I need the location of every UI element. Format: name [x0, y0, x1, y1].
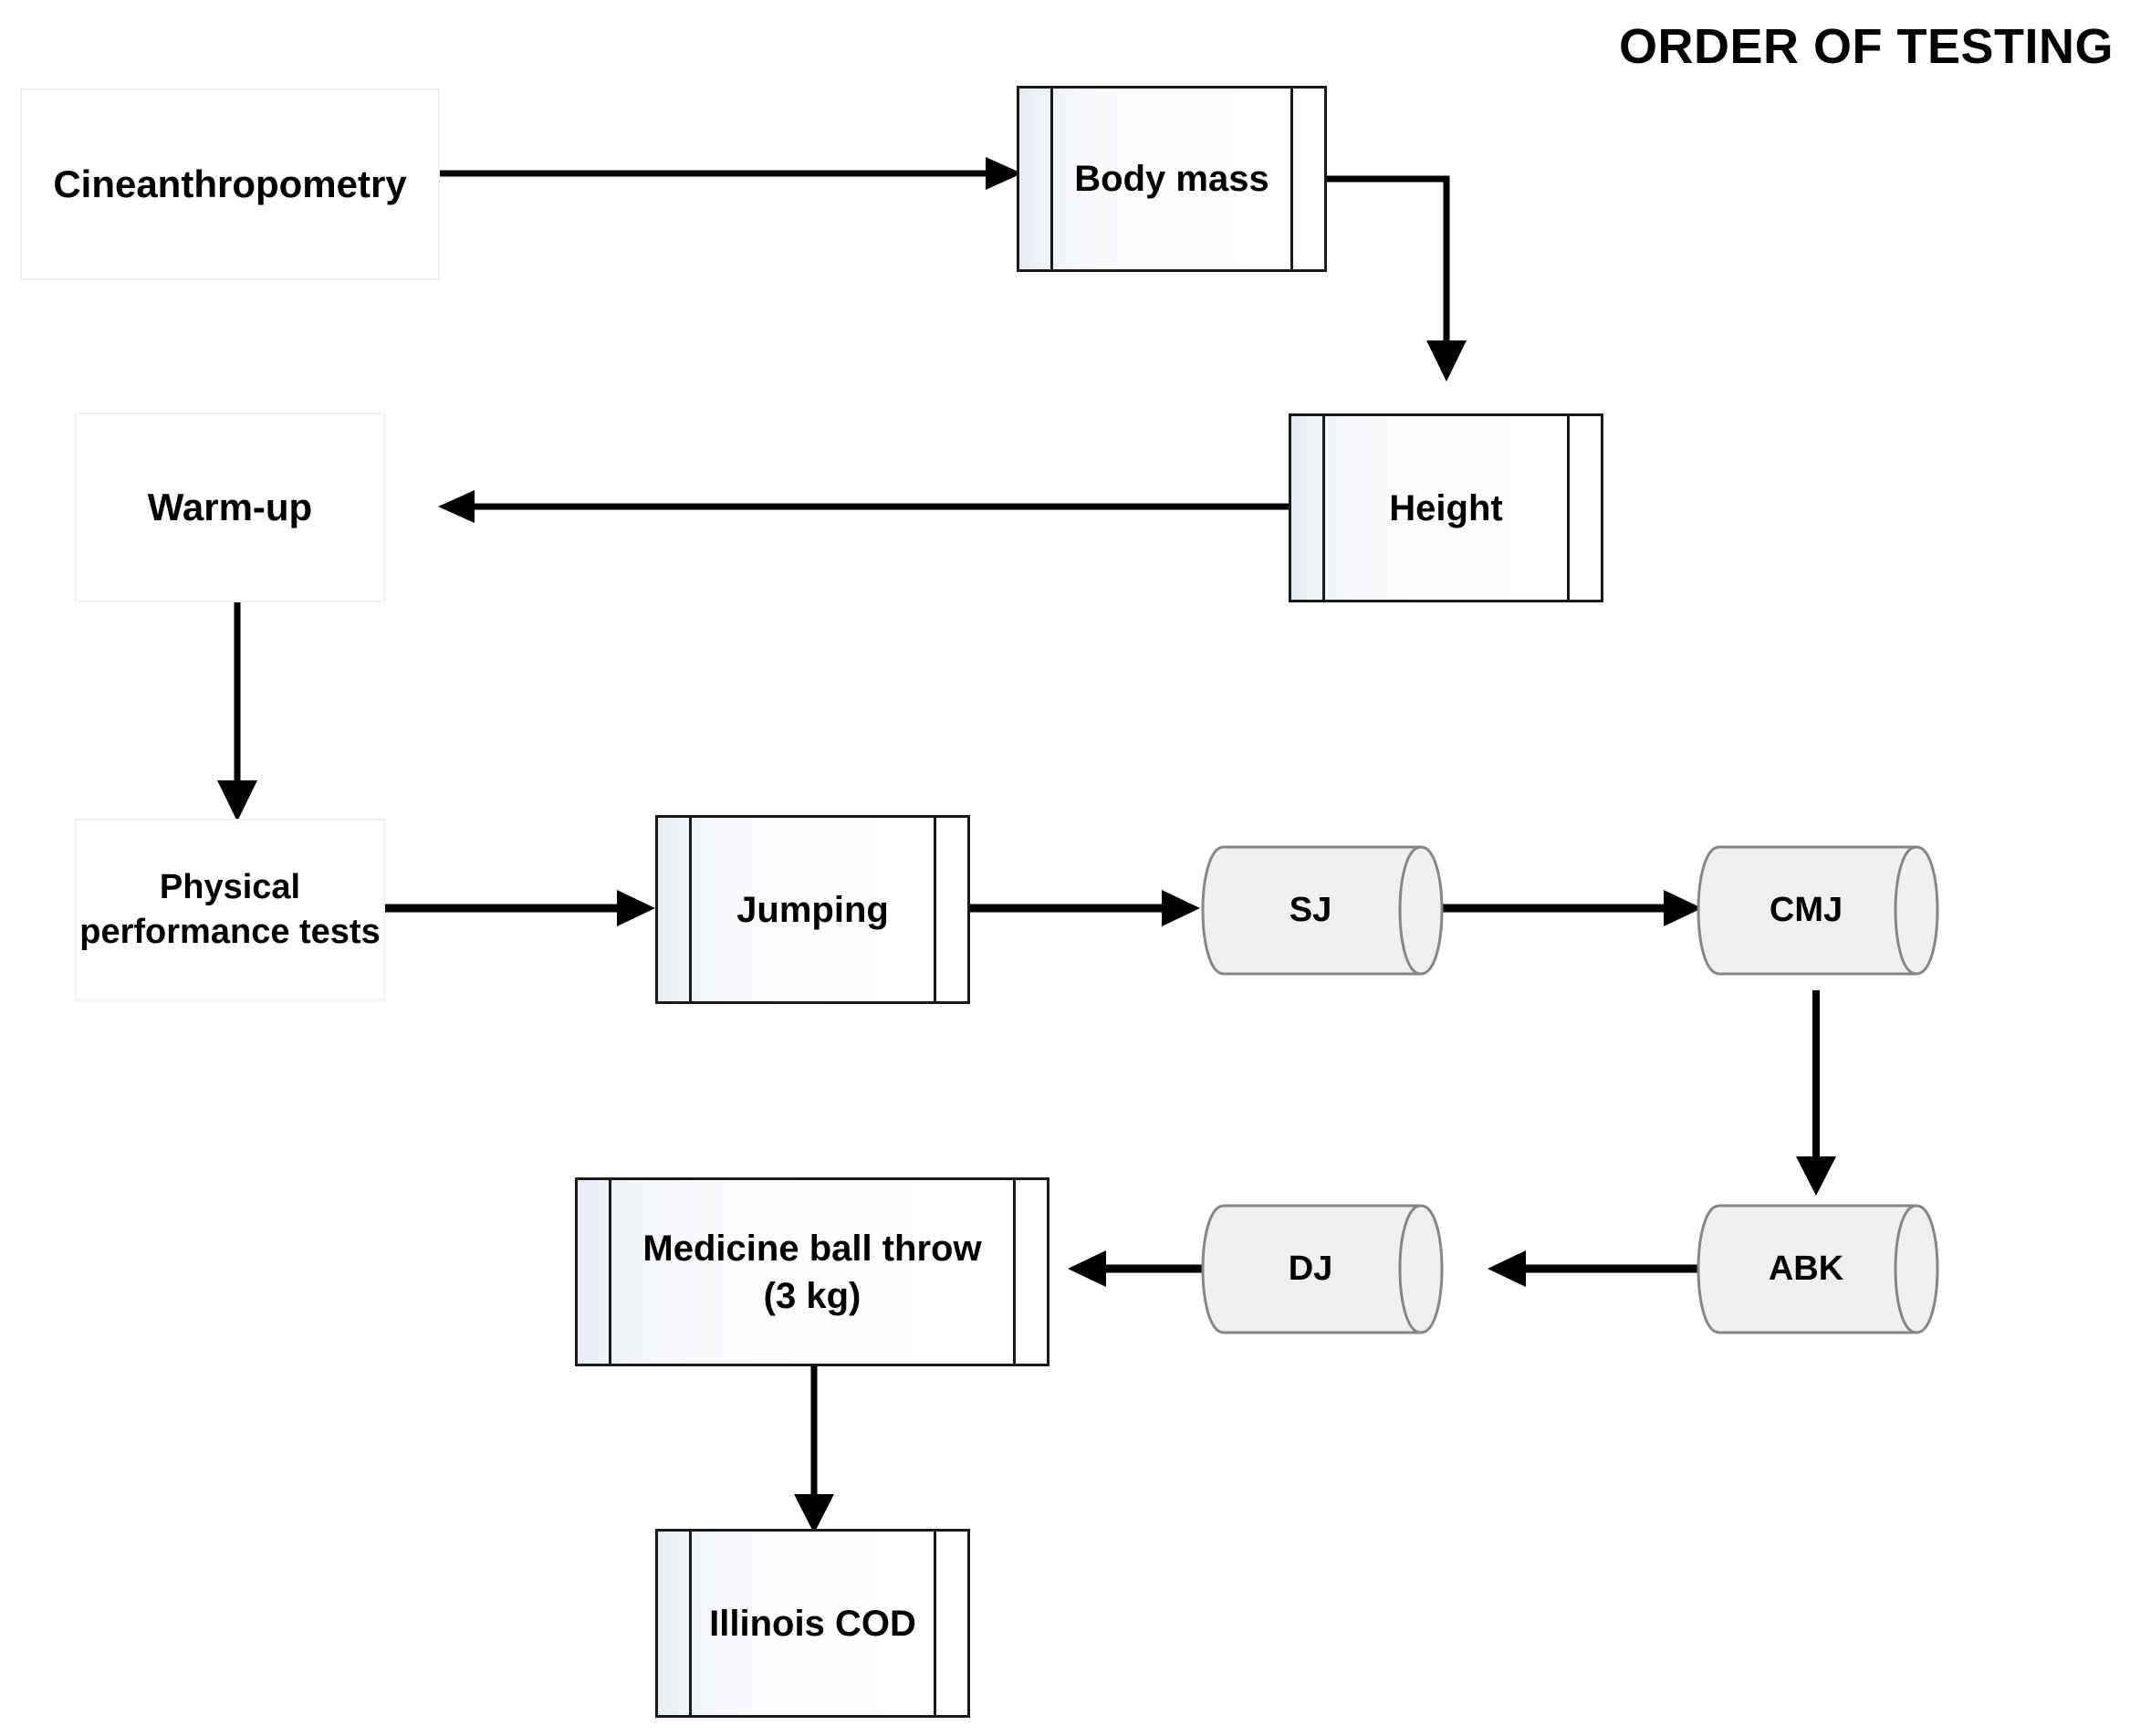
node-label-jumping: Jumping [736, 889, 889, 930]
node-jumping[interactable]: Jumping [655, 815, 970, 1004]
predefined-process-bar-left [689, 1532, 692, 1715]
node-cineanthropometry[interactable]: Cineanthropometry [20, 89, 440, 280]
node-warm-up[interactable]: Warm-up [75, 413, 385, 602]
node-label-medicine-ball: Medicine ball throw (3 kg) [602, 1225, 1021, 1320]
node-label-physical-tests: Physical performance tests [79, 868, 381, 951]
edge-physical-tests-to-jumping [381, 890, 655, 926]
edge-cmj-to-abk [1789, 990, 1843, 1196]
node-illinois-cod[interactable]: Illinois COD [655, 1529, 970, 1718]
predefined-process-bar-right [934, 818, 936, 1001]
edge-sj-to-cmj [1437, 890, 1702, 926]
node-label-cineanthropometry: Cineanthropometry [53, 162, 407, 206]
node-height[interactable]: Height [1289, 413, 1603, 602]
page-title: ORDER OF TESTING [1618, 19, 2114, 74]
node-abk[interactable]: ABK [1696, 1203, 1940, 1335]
node-medicine-ball[interactable]: Medicine ball throw (3 kg) [575, 1177, 1049, 1366]
edge-dj-to-medicine-ball [1068, 1250, 1209, 1287]
edge-jumping-to-sj [967, 890, 1200, 926]
edge-body-mass-to-height [1323, 160, 1506, 382]
predefined-process-bar-left [609, 1180, 611, 1364]
node-body-mass[interactable]: Body mass [1017, 86, 1327, 272]
node-label-medicine-ball-line1: Medicine ball throw [642, 1228, 982, 1269]
edge-height-to-warm-up [438, 488, 1296, 525]
edge-abk-to-dj [1488, 1250, 1711, 1287]
predefined-process-bar-right [934, 1532, 936, 1715]
node-label-warm-up: Warm-up [147, 486, 313, 529]
edge-warm-up-to-physical-tests [210, 593, 265, 821]
edge-medicine-ball-to-illinois-cod [787, 1365, 841, 1533]
node-sj[interactable]: SJ [1200, 844, 1445, 977]
predefined-process-bar-left [689, 818, 692, 1001]
predefined-process-bar-right [1567, 416, 1570, 600]
predefined-process-bar-left [1322, 416, 1325, 600]
predefined-process-bar-left [1050, 89, 1053, 269]
edge-cineanthropometry-to-body-mass [438, 155, 1022, 192]
node-label-illinois-cod: Illinois COD [709, 1603, 916, 1644]
node-cmj[interactable]: CMJ [1696, 844, 1940, 977]
node-label-medicine-ball-line2: (3 kg) [763, 1275, 861, 1316]
node-label-body-mass: Body mass [1074, 159, 1269, 199]
node-label-height: Height [1389, 487, 1503, 528]
node-dj[interactable]: DJ [1200, 1203, 1445, 1335]
predefined-process-bar-right [1013, 1180, 1016, 1364]
node-physical-tests[interactable]: Physical performance tests [75, 819, 385, 1001]
predefined-process-bar-right [1290, 89, 1293, 269]
